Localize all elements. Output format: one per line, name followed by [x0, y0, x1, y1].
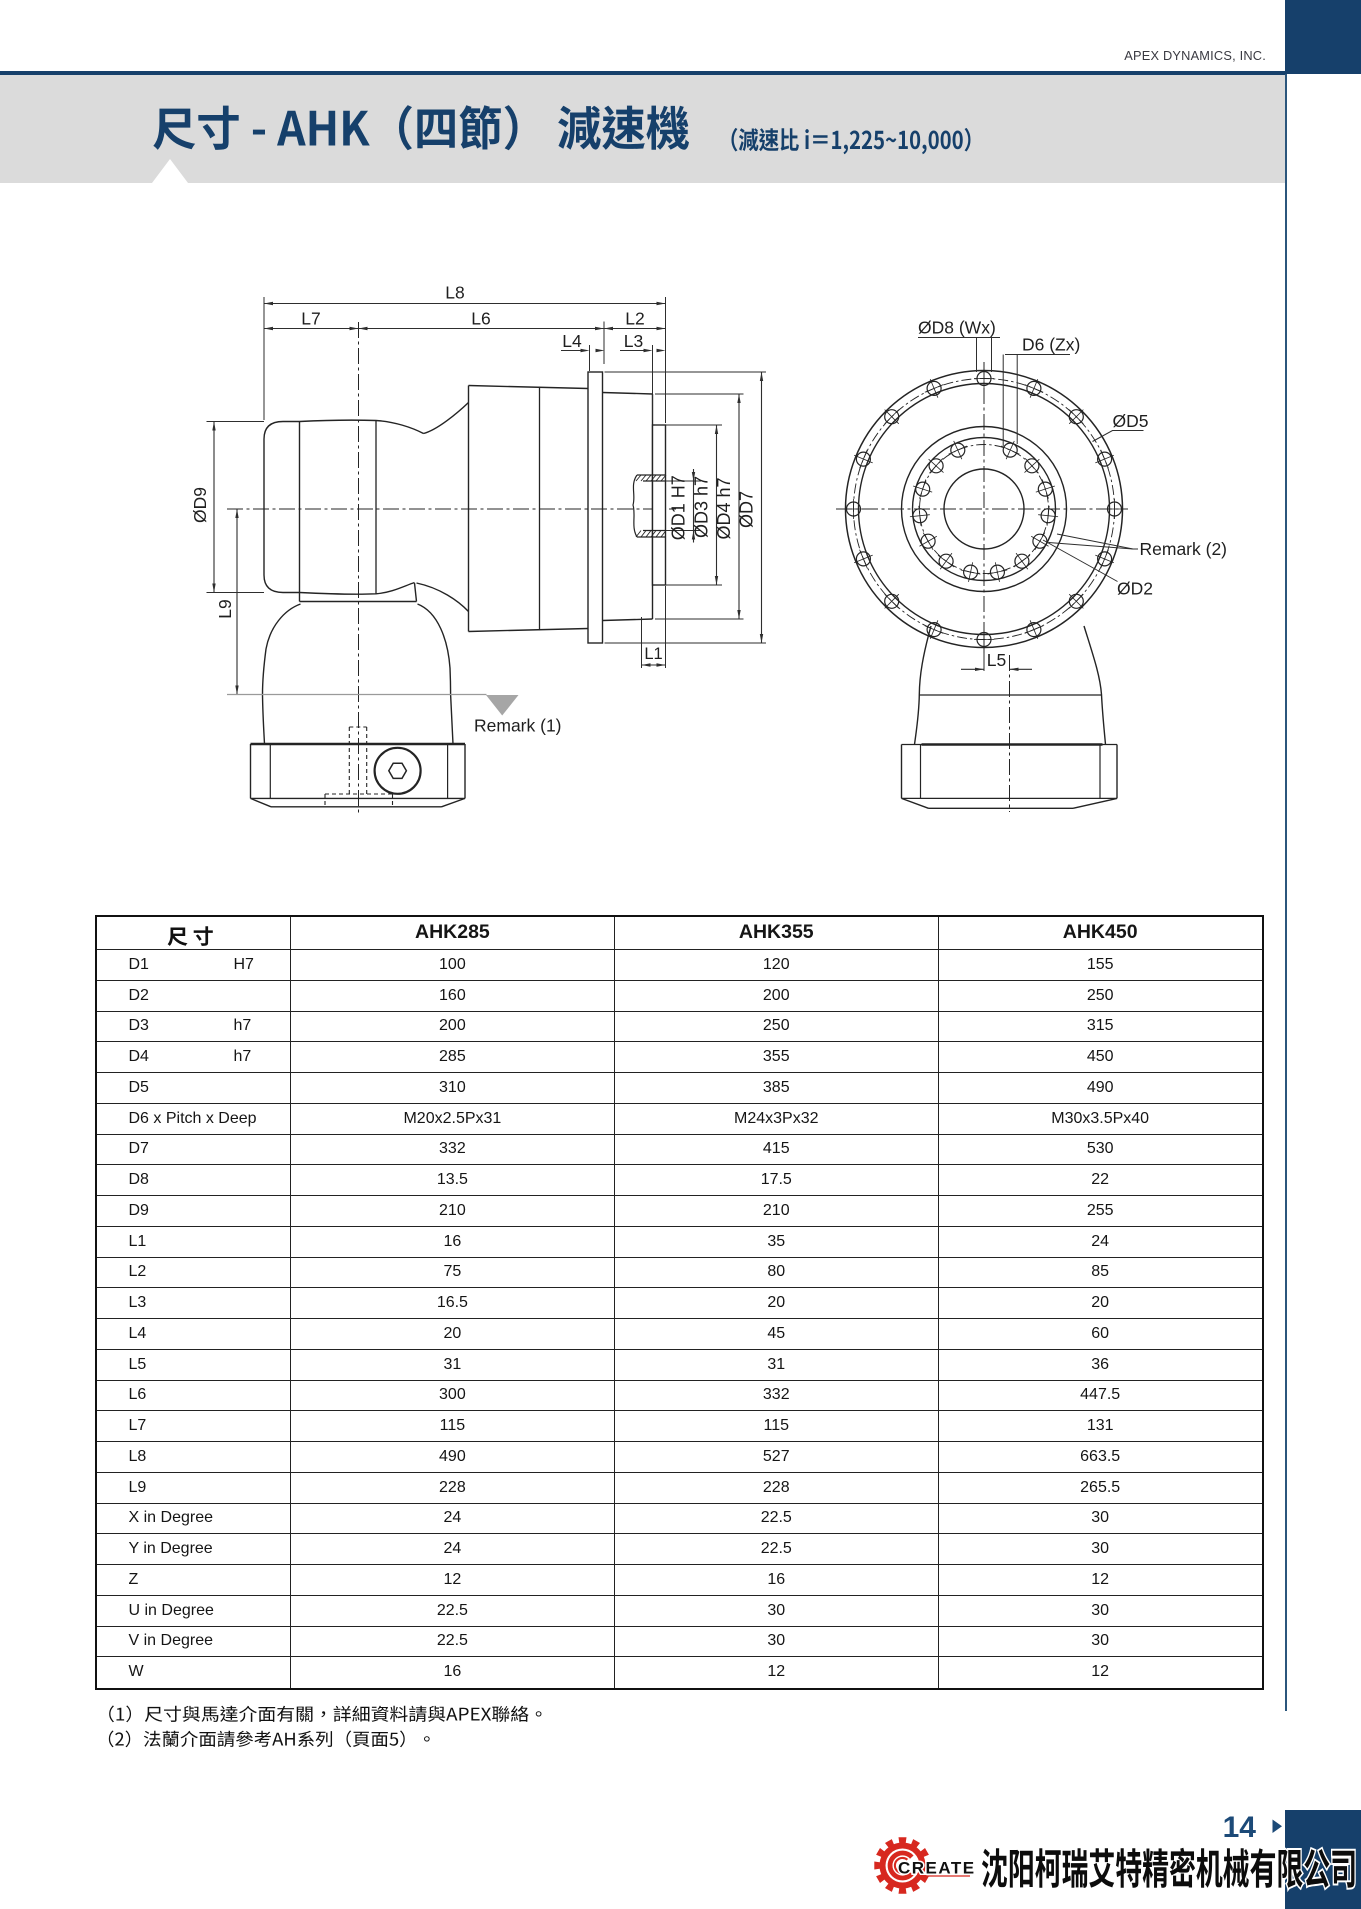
svg-text:L1: L1 — [644, 645, 662, 663]
svg-text:L9: L9 — [215, 599, 235, 618]
svg-text:ØD1 H7: ØD1 H7 — [669, 475, 689, 540]
svg-text:L6: L6 — [471, 309, 490, 329]
svg-text:L3: L3 — [624, 331, 643, 351]
svg-text:Remark (2): Remark (2) — [1140, 539, 1228, 559]
svg-text:ØD3 h7: ØD3 h7 — [692, 476, 712, 538]
svg-text:L7: L7 — [301, 309, 320, 329]
svg-text:L4: L4 — [562, 331, 582, 351]
svg-text:ØD2: ØD2 — [1117, 579, 1153, 599]
svg-text:Remark (1): Remark (1) — [474, 716, 562, 736]
svg-text:ØD7: ØD7 — [737, 491, 757, 528]
svg-text:ØD5: ØD5 — [1113, 411, 1149, 431]
svg-text:ØD9: ØD9 — [190, 487, 210, 523]
svg-text:ØD4 h7: ØD4 h7 — [714, 477, 734, 539]
svg-text:ØD8 (Wx): ØD8 (Wx) — [918, 318, 996, 338]
svg-text:L2: L2 — [625, 309, 644, 329]
svg-text:CREATE: CREATE — [898, 1859, 976, 1878]
svg-text:L5: L5 — [987, 650, 1006, 670]
svg-text:D6 (Zx): D6 (Zx) — [1022, 335, 1080, 355]
svg-text:L8: L8 — [445, 283, 464, 303]
